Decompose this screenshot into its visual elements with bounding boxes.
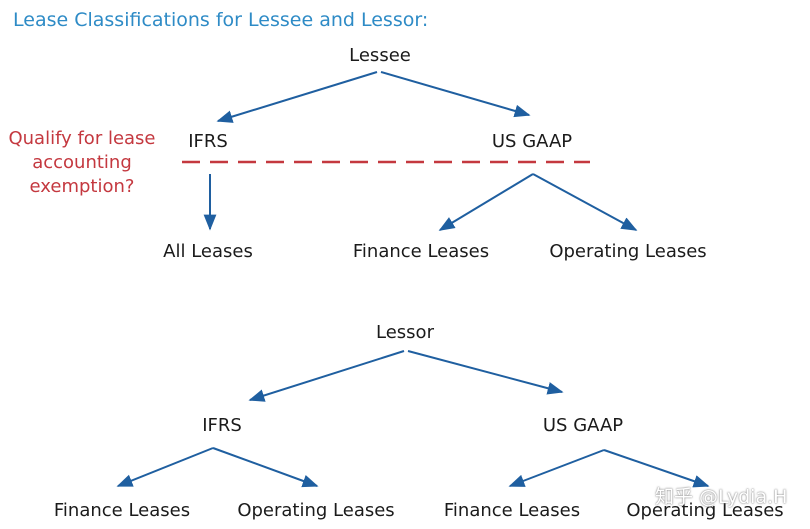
diagram-title: Lease Classifications for Lessee and Les… xyxy=(13,9,429,31)
lessor-ifrs-operating-leases-label: Operating Leases xyxy=(237,500,395,521)
lessor-usgaap-finance-leases-label: Finance Leases xyxy=(443,500,581,521)
lessor-usgaap-operating-leases-label: Operating Leases xyxy=(626,500,784,521)
arrow-lessor-ifrs-to-operating xyxy=(212,447,319,488)
arrow-lessor-ifrs-to-finance xyxy=(116,447,214,487)
arrow-usgaap-to-operating xyxy=(532,173,638,231)
arrow-lessor-usgaap-to-operating xyxy=(603,449,710,488)
arrow-lessee-to-usgaap xyxy=(380,71,531,118)
lessor-ifrs-label: IFRS xyxy=(202,415,242,436)
lessee-ifrs-label: IFRS xyxy=(188,131,228,152)
arrow-lessor-to-ifrs xyxy=(248,350,405,402)
lessee-operating-leases-label: Operating Leases xyxy=(549,241,707,262)
lessee-all-leases-label: All Leases xyxy=(163,241,253,262)
arrow-lessor-to-usgaap xyxy=(407,350,564,395)
lessor-root-label: Lessor xyxy=(376,322,434,343)
lessor-usgaap-label: US GAAP xyxy=(542,415,624,436)
lessee-root-label: Lessee xyxy=(349,45,411,66)
lessee-finance-leases-label: Finance Leases xyxy=(352,241,490,262)
arrow-usgaap-to-finance xyxy=(438,173,534,231)
lessee-usgaap-label: US GAAP xyxy=(491,131,573,152)
watermark: 知乎 @Lydia.H xyxy=(655,486,788,508)
arrow-lessor-usgaap-to-finance xyxy=(508,449,605,487)
exemption-question: Qualify for lease accounting exemption? xyxy=(8,128,156,197)
lessor-ifrs-finance-leases-label: Finance Leases xyxy=(53,500,191,521)
arrow-lessee-to-ifrs xyxy=(216,71,378,123)
